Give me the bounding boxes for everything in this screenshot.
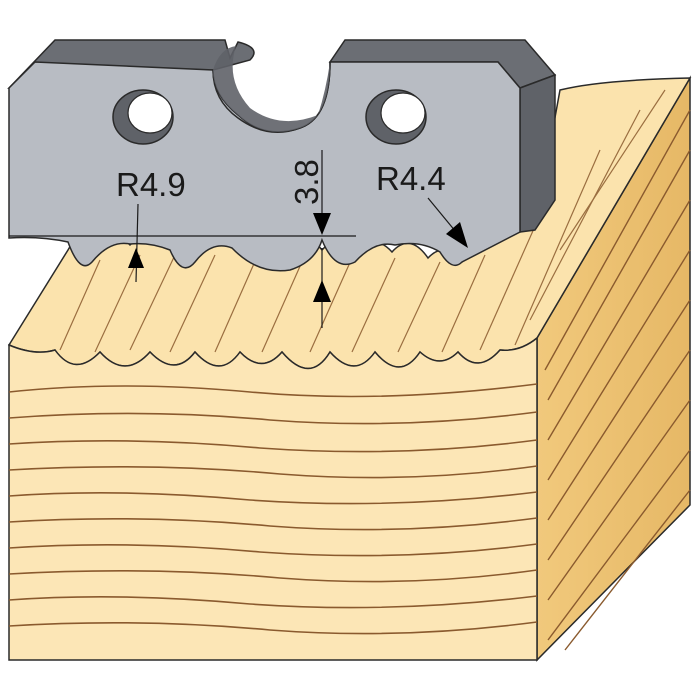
r49-leader [135, 203, 139, 283]
depth-upper-arrow [313, 213, 331, 235]
left-mounting-hole [112, 89, 174, 145]
wood-block [7, 75, 692, 662]
side-grain-lines [544, 109, 691, 651]
cutter-blade [7, 39, 557, 272]
r44-leader [427, 197, 457, 233]
front-grain-lines [8, 383, 538, 635]
wood-front-face [8, 336, 538, 661]
left-radius-label: R4.9 [116, 166, 186, 203]
blade-gullet-shade [213, 46, 330, 132]
depth-lower-arrow [313, 280, 331, 302]
r49-arrow [128, 248, 144, 268]
dimensions: R4.9 R4.4 3.8 [9, 150, 468, 328]
right-mounting-hole [365, 89, 427, 145]
blade-right-side [519, 73, 556, 233]
r44-arrow [446, 222, 468, 248]
right-radius-label: R4.4 [376, 160, 446, 197]
depth-label: 3.8 [288, 159, 325, 205]
top-grain-lines [59, 89, 666, 353]
